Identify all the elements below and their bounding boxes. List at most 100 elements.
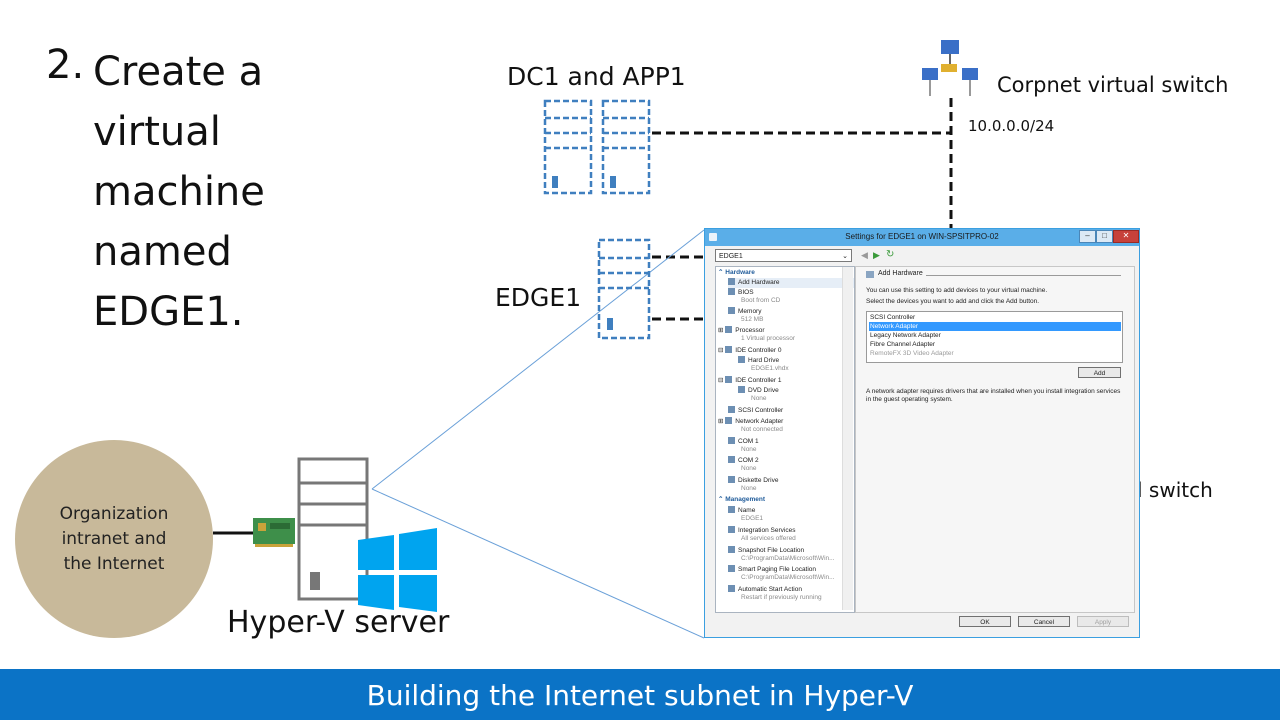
tree-item-auto-start[interactable]: Automatic Start Action [728, 585, 854, 595]
tree-item-ide1[interactable]: ⊟ IDE Controller 1 [718, 376, 782, 384]
tree-item-name[interactable]: Name [728, 506, 854, 516]
tree-sub-hard-drive: EDGE1.vhdx [751, 365, 789, 372]
tree-sub-snapshot: C:\ProgramData\Microsoft\Win... [741, 555, 835, 562]
back-arrow-icon[interactable]: ◀ [861, 250, 868, 260]
tree-sub-auto-start: Restart if previously running [741, 594, 822, 601]
paging-file-icon [728, 565, 735, 572]
tree-header-management[interactable]: ⌃ Management [718, 496, 765, 503]
tree-item-com1[interactable]: COM 1 [728, 437, 854, 447]
organization-network-circle: Organization intranet and the Internet [15, 440, 213, 638]
dc1-server-icon [543, 99, 593, 195]
network-switch-icon [922, 40, 978, 96]
hyperv-app-icon [709, 233, 717, 241]
tree-scrollbar[interactable] [842, 267, 853, 610]
tree-sub-network-adapter: Not connected [741, 426, 783, 433]
processor-icon [725, 326, 733, 333]
subnet-label: 10.0.0.0/24 [968, 117, 1055, 135]
tree-sub-processor: 1 Virtual processor [741, 335, 796, 342]
tree-item-memory[interactable]: Memory [728, 307, 854, 317]
app1-server-icon [601, 99, 651, 195]
diagram-canvas [213, 40, 978, 639]
zoom-line-bottom [371, 488, 705, 639]
edge1-server-icon [597, 238, 651, 340]
ok-button[interactable]: OK [959, 616, 1011, 627]
tree-sub-dvd-drive: None [751, 395, 767, 402]
network-adapter-icon [725, 417, 733, 424]
tree-header-hardware[interactable]: ⌃ Hardware [718, 269, 755, 276]
tree-sub-com1: None [741, 446, 757, 453]
tree-sub-name: EDGE1 [741, 515, 764, 522]
edge1-label: EDGE1 [495, 283, 582, 312]
tree-sub-paging: C:\ProgramData\Microsoft\Win... [741, 574, 835, 581]
ide-controller-icon [725, 346, 733, 353]
hyperv-server-icon [297, 457, 369, 601]
dvd-drive-icon [738, 386, 745, 393]
settings-dialog: Settings for EDGE1 on WIN-SPSITPRO-02 – … [704, 228, 1140, 638]
vm-select-value: EDGE1 [719, 253, 743, 260]
device-option[interactable]: Fibre Channel Adapter [870, 341, 936, 348]
tree-item-com2[interactable]: COM 2 [728, 456, 854, 466]
dc-app-label: DC1 and APP1 [507, 62, 686, 91]
panel-intro: You can use this setting to add devices … [866, 287, 1048, 294]
device-list[interactable]: SCSI Controller Network Adapter Legacy N… [866, 311, 1123, 363]
panel-heading: Add Hardware [878, 270, 923, 277]
chevron-down-icon: ⌄ [842, 253, 848, 260]
internet-switch-label-partial: l switch [1137, 478, 1213, 502]
add-hardware-icon [728, 278, 735, 285]
dialog-title: Settings for EDGE1 on WIN-SPSITPRO-02 [845, 232, 999, 241]
name-icon [728, 506, 735, 513]
add-button[interactable]: Add [1078, 367, 1121, 378]
device-option[interactable]: Legacy Network Adapter [870, 332, 941, 339]
tree-item-add-hardware[interactable]: Add Hardware [728, 278, 854, 288]
dialog-titlebar[interactable]: Settings for EDGE1 on WIN-SPSITPRO-02 – … [705, 229, 1139, 246]
tree-sub-integration: All services offered [741, 535, 796, 542]
slide-footer-title: Building the Internet subnet in Hyper-V [0, 669, 1280, 720]
tree-sub-bios: Boot from CD [741, 297, 781, 304]
tree-item-diskette[interactable]: Diskette Drive [728, 476, 854, 486]
bios-icon [728, 288, 735, 295]
zoom-line-top [371, 229, 705, 490]
refresh-icon[interactable]: ↻ [886, 249, 895, 260]
tree-item-scsi[interactable]: SCSI Controller [728, 406, 854, 416]
scsi-controller-icon [728, 406, 735, 413]
tree-sub-com2: None [741, 465, 757, 472]
close-button[interactable]: ✕ [1113, 230, 1139, 243]
tree-item-hard-drive[interactable]: Hard Drive [738, 356, 854, 366]
panel-note: A network adapter requires drivers that … [866, 388, 1121, 403]
panel-instruction: Select the devices you want to add and c… [866, 298, 1040, 305]
tree-item-integration[interactable]: Integration Services [728, 526, 854, 536]
vm-select-dropdown[interactable]: EDGE1 ⌄ [715, 249, 852, 262]
tree-item-bios[interactable]: BIOS [728, 288, 854, 298]
minimize-button[interactable]: – [1079, 230, 1096, 243]
tree-item-network-adapter[interactable]: ⊞ Network Adapter [718, 417, 784, 425]
tree-item-dvd-drive[interactable]: DVD Drive [738, 386, 854, 396]
cancel-button[interactable]: Cancel [1018, 616, 1070, 627]
add-hardware-icon [866, 271, 874, 278]
settings-tree: ⌃ Hardware Add Hardware BIOS Boot from C… [715, 266, 855, 613]
diskette-icon [728, 476, 735, 483]
hard-drive-icon [738, 356, 745, 363]
heading-divider [926, 275, 1121, 276]
corpnet-switch-label: Corpnet virtual switch [997, 73, 1229, 97]
com-port-icon [728, 456, 735, 463]
apply-button[interactable]: Apply [1077, 616, 1129, 627]
device-option[interactable]: RemoteFX 3D Video Adapter [870, 350, 954, 357]
memory-icon [728, 307, 735, 314]
device-option[interactable]: SCSI Controller [870, 314, 916, 321]
tree-item-ide0[interactable]: ⊟ IDE Controller 0 [718, 346, 782, 354]
hyperv-server-label: Hyper-V server [227, 605, 450, 640]
maximize-button[interactable]: □ [1096, 230, 1113, 243]
com-port-icon [728, 437, 735, 444]
auto-start-icon [728, 585, 735, 592]
tree-item-paging[interactable]: Smart Paging File Location [728, 565, 854, 575]
snapshot-icon [728, 546, 735, 553]
tree-sub-memory: 512 MB [741, 316, 764, 323]
device-option-selected[interactable]: Network Adapter [869, 322, 1121, 331]
forward-arrow-icon[interactable]: ▶ [873, 250, 880, 260]
step-number: 2. [46, 42, 85, 88]
tree-item-snapshot[interactable]: Snapshot File Location [728, 546, 854, 556]
add-hardware-panel: Add Hardware You can use this setting to… [855, 266, 1135, 613]
integration-services-icon [728, 526, 735, 533]
windows-logo-icon [358, 528, 437, 612]
tree-item-processor[interactable]: ⊞ Processor [718, 326, 765, 334]
